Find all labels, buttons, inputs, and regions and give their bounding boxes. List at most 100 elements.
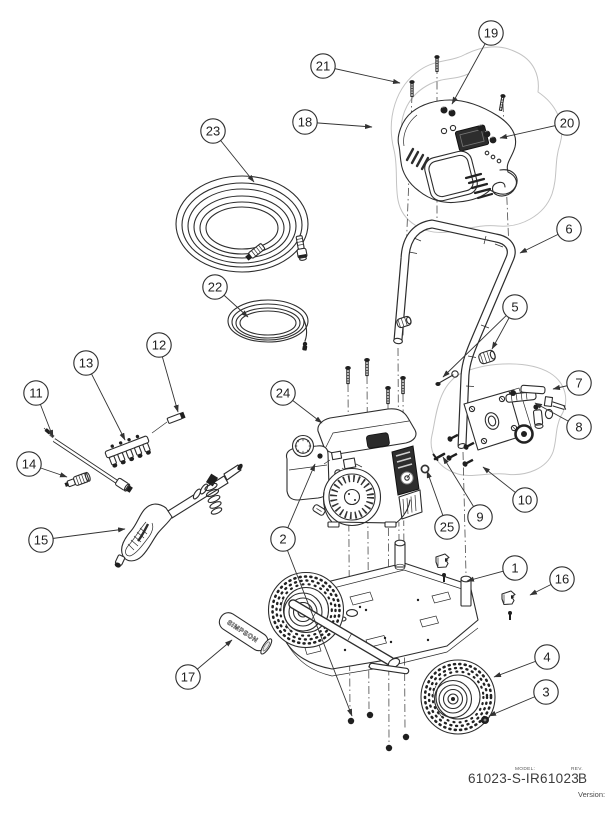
callout-11: 11 [23,380,49,406]
svg-text:20: 20 [560,116,574,131]
svg-text:5: 5 [511,300,518,315]
svg-text:13: 13 [79,356,93,371]
callout-22: 22 [202,274,228,300]
svg-text:4: 4 [543,650,550,665]
svg-text:22: 22 [208,280,222,295]
svg-text:16: 16 [555,572,569,587]
o-ring-fitting [533,404,539,410]
leader-line-2 [282,463,316,540]
title-block: MODEL: 61023-S-IR61023 REV. B Version: [468,766,605,799]
leader-line-13 [85,362,126,441]
leader-line-5 [442,306,516,378]
panel-screw-left [409,80,415,98]
air-filter [366,432,390,449]
callout-16: 16 [549,566,575,592]
callout-14: 14 [16,451,42,477]
handle-bolt [435,370,459,386]
svg-text:8: 8 [575,420,582,435]
frame-bolt-heads [347,711,410,752]
right-wheel [420,659,496,735]
panel-detail-bubble [390,46,563,233]
svg-text:3: 3 [542,685,549,700]
callout-15: 15 [28,527,54,553]
svg-text:6: 6 [565,222,572,237]
hose-adapter [64,471,91,488]
svg-text:9: 9 [476,510,483,525]
callout-9: 9 [467,504,493,530]
spray-gun [114,463,243,568]
clip-a-bolt [442,573,446,582]
svg-text:19: 19 [484,26,498,41]
axle-nut [481,716,489,724]
callout-20: 20 [554,110,580,136]
callout-23: 23 [200,118,226,144]
svg-text:17: 17 [181,670,195,685]
clip-a [435,553,450,569]
simpson-grip: SIMPSON [218,612,273,655]
muffler [398,489,423,520]
callout-17: 17 [175,664,201,690]
svg-text:14: 14 [22,457,36,472]
svg-text:7: 7 [575,376,582,391]
svg-text:10: 10 [518,493,532,508]
leader-line-21 [322,65,401,85]
shaft-key [432,452,446,461]
gun-handle [121,503,173,562]
svg-text:23: 23 [206,124,220,139]
pump-detail-bubble [430,363,567,476]
high-pressure-hose [175,175,309,273]
gun-inlet [114,554,126,568]
svg-text:1: 1 [511,561,518,576]
frame-post-left [394,539,406,571]
outlet-fitting [543,396,554,408]
engine-foot-left [327,521,340,528]
engine-mount-bolts [345,358,406,405]
callout-10: 10 [512,487,538,513]
svg-text:11: 11 [29,386,43,401]
callout-18: 18 [292,109,318,135]
leader-line-19 [451,32,492,105]
panel-hose-hook [492,169,518,197]
rev-value: B [578,771,587,786]
callout-6: 6 [556,216,582,242]
handlebar [393,219,516,449]
trigger-guard [125,521,154,557]
trigger [137,523,150,542]
washer-25 [420,464,430,474]
svg-text:2: 2 [279,532,286,547]
callout-21: 21 [310,53,336,79]
nozzle-holder-rail [104,434,151,468]
leader-line-2 [282,538,353,717]
thermal-relief-hose-coil [227,299,309,351]
hose-end-fitting-left [245,243,266,261]
svg-text:25: 25 [440,520,454,535]
callout-25: 25 [434,514,460,540]
pump-assembly [463,384,567,451]
callout-8: 8 [566,414,592,440]
leader-line-15 [40,527,126,541]
handle-knob-installed [396,315,412,329]
frame-handle-rail [288,599,410,675]
callout-24: 24 [270,380,296,406]
svg-text:21: 21 [316,59,330,74]
panel-grip-ribs [405,147,440,177]
clip-b-bolt [508,611,512,620]
screw-pair-19 [440,106,456,117]
panel-screw-right [498,94,506,112]
rev-label: REV. [571,766,583,772]
nozzles [108,442,151,468]
callout-1: 1 [502,555,528,581]
clip-b [501,590,516,606]
svg-text:18: 18 [298,115,312,130]
engine-side-panel [391,445,420,496]
panel-cutout [424,150,478,202]
pump-manifold [505,384,567,429]
svg-text:12: 12 [152,338,166,353]
wand-coupler [115,477,133,493]
callout-12: 12 [146,332,172,358]
gun-hose-spring [204,482,223,515]
callout-5: 5 [502,294,528,320]
svg-text:24: 24 [276,386,290,401]
